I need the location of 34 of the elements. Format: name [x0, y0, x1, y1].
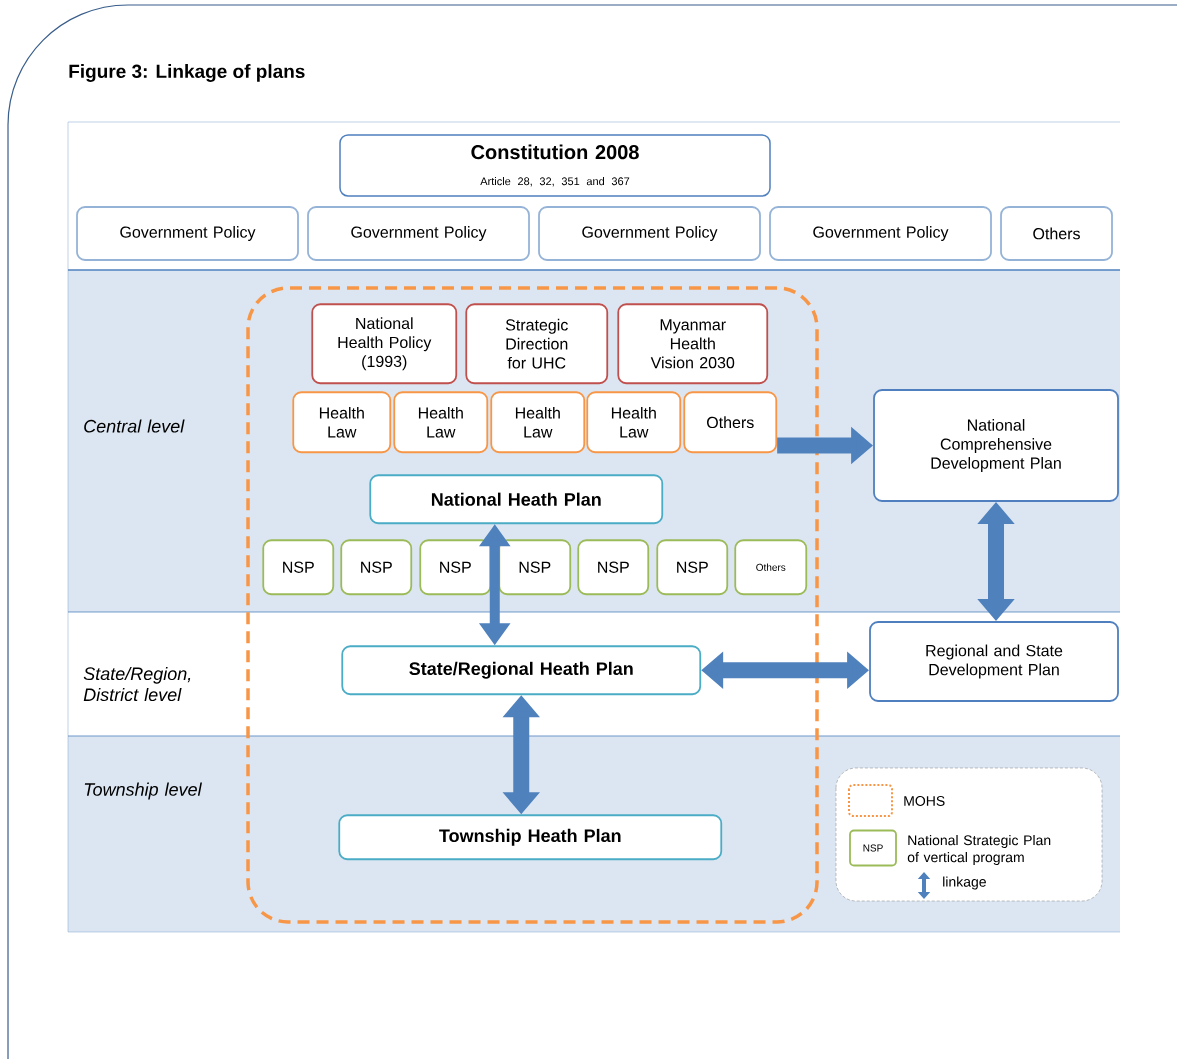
nsp-box: NSP — [656, 539, 729, 596]
law-box: Health Law — [586, 391, 682, 454]
law-box: Health Law — [490, 391, 586, 454]
law-box: Others — [683, 391, 778, 454]
level-label: State/Region, District level — [83, 666, 191, 702]
policy-box: Strategic Direction for UHC — [465, 303, 609, 385]
policy-box: Government Policy — [538, 206, 761, 261]
law-box: Health Law — [393, 391, 489, 454]
nsp-box: NSP — [262, 539, 335, 596]
nsp-box: NSP — [498, 539, 572, 596]
level-label: Central level — [84, 419, 185, 433]
policy-box: Government Policy — [76, 206, 299, 261]
figure-title: Figure 3: Linkage of plans — [69, 64, 305, 82]
nsp-box: NSP — [340, 539, 413, 596]
policy-box: National Health Policy (1993) — [311, 303, 458, 385]
legend-text: MOHS — [904, 796, 945, 806]
constitution-box: Constitution 2008 Article 28, 32, 351 and 367 — [339, 134, 771, 197]
legend-text: linkage — [943, 876, 986, 890]
nsp-box: Others — [734, 539, 808, 596]
law-box: Health Law — [292, 391, 392, 454]
legend-text: National Strategic Plan of vertical program — [907, 834, 1051, 865]
policy-box: Government Policy — [769, 206, 992, 261]
policy-box: Myanmar Health Vision 2030 — [617, 303, 769, 385]
level-label: Township level — [84, 782, 202, 800]
nsp-box: NSP — [577, 539, 650, 596]
plan-box: Township Heath Plan — [338, 814, 723, 861]
mohs-boundary — [246, 286, 819, 924]
policy-box: Others — [1000, 206, 1113, 261]
plan-box: National Heath Plan — [369, 474, 664, 525]
plan-box: Regional and State Development Plan — [869, 621, 1119, 702]
plan-box: State/Regional Heath Plan — [341, 645, 702, 696]
nsp-box: NSP — [419, 539, 492, 596]
plan-box: National Comprehensive Development Plan — [873, 389, 1119, 502]
policy-box: Government Policy — [307, 206, 530, 261]
